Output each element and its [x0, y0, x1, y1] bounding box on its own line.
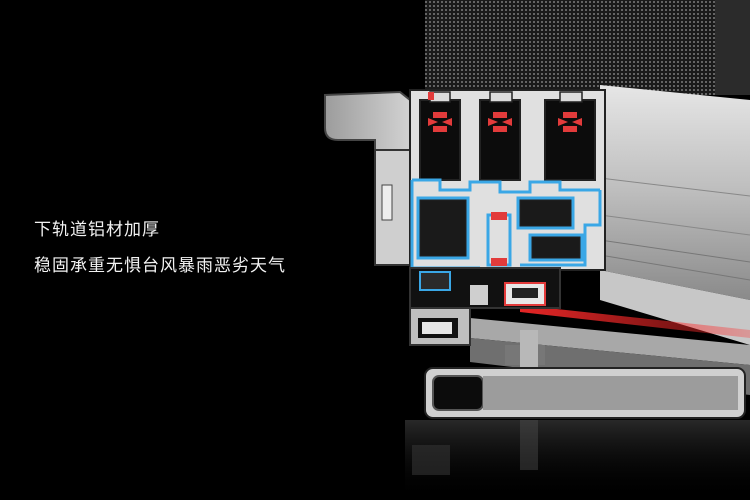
frame-extrusion-top	[600, 85, 750, 300]
red-seal-strip	[520, 305, 750, 338]
floor-reflection	[405, 420, 750, 500]
sash-chambers	[419, 99, 596, 181]
subline-text: 稳固承重无惧台风暴雨恶劣天气	[34, 256, 286, 276]
red-gaskets	[428, 92, 582, 132]
headline-text: 下轨道铝材加厚	[34, 220, 160, 240]
insect-screen-mesh	[425, 0, 715, 95]
sill-lip	[324, 90, 411, 151]
